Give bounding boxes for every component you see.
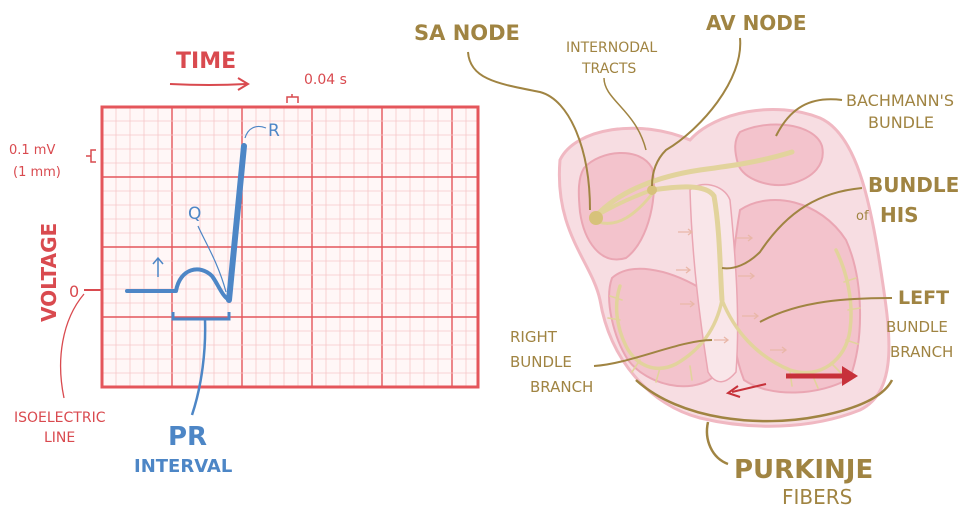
bachmanns-label-line1: BACHMANN'S [846, 91, 954, 110]
his-label-line1: BUNDLE [868, 173, 959, 197]
r-label: R [268, 121, 280, 141]
left-bb-label-line3: BRANCH [890, 343, 953, 361]
isoelectric-label-line1: ISOELECTRIC [14, 410, 106, 426]
right-bb-label-line1: RIGHT [510, 328, 558, 346]
voltage-box-bracket [86, 150, 96, 162]
sa-node-marker [589, 211, 603, 225]
small-box-time-label: 0.04 s [304, 72, 347, 88]
right-bb-label-line2: BUNDLE [510, 353, 572, 371]
time-label: TIME [176, 49, 236, 74]
his-label-line2: HIS [880, 203, 919, 227]
purkinje-label-line2: FIBERS [782, 485, 852, 509]
time-arrow-shaft [170, 84, 246, 85]
small-box-voltage-label-line1: 0.1 mV [9, 143, 55, 158]
left-bb-label-line2: BUNDLE [886, 318, 948, 336]
left-bb-label-line1: LEFT [898, 287, 949, 309]
right-bb-label-line3: BRANCH [530, 378, 593, 396]
interval-label: INTERVAL [134, 456, 232, 477]
purkinje-label-line1: PURKINJE [734, 455, 873, 485]
bachmanns-label-line2: BUNDLE [868, 113, 934, 132]
his-label-of: of [856, 209, 869, 224]
internodal-label-line2: TRACTS [581, 61, 636, 77]
pr-label: PR [168, 422, 207, 452]
voltage-label: VOLTAGE [37, 223, 61, 322]
isoelectric-pointer [61, 294, 84, 398]
time-box-bracket [287, 94, 298, 103]
ecg-panel: TIME 0.04 s 0.1 mV (1 mm) VOLTAGE 0 Q R [9, 49, 478, 477]
sa-node-label: SA NODE [414, 21, 520, 45]
av-node-label: AV NODE [706, 11, 807, 35]
heart-panel: SA NODE INTERNODAL TRACTS AV NODE BACHMA… [414, 11, 959, 509]
ecg-grid [102, 107, 478, 387]
q-label: Q [188, 204, 201, 224]
av-node-marker [647, 185, 657, 195]
purkinje-pointer [707, 422, 728, 464]
internodal-label-line1: INTERNODAL [566, 40, 657, 56]
isoelectric-label-line2: LINE [44, 430, 75, 446]
small-box-voltage-label-line2: (1 mm) [13, 165, 61, 180]
zero-label: 0 [69, 282, 79, 301]
